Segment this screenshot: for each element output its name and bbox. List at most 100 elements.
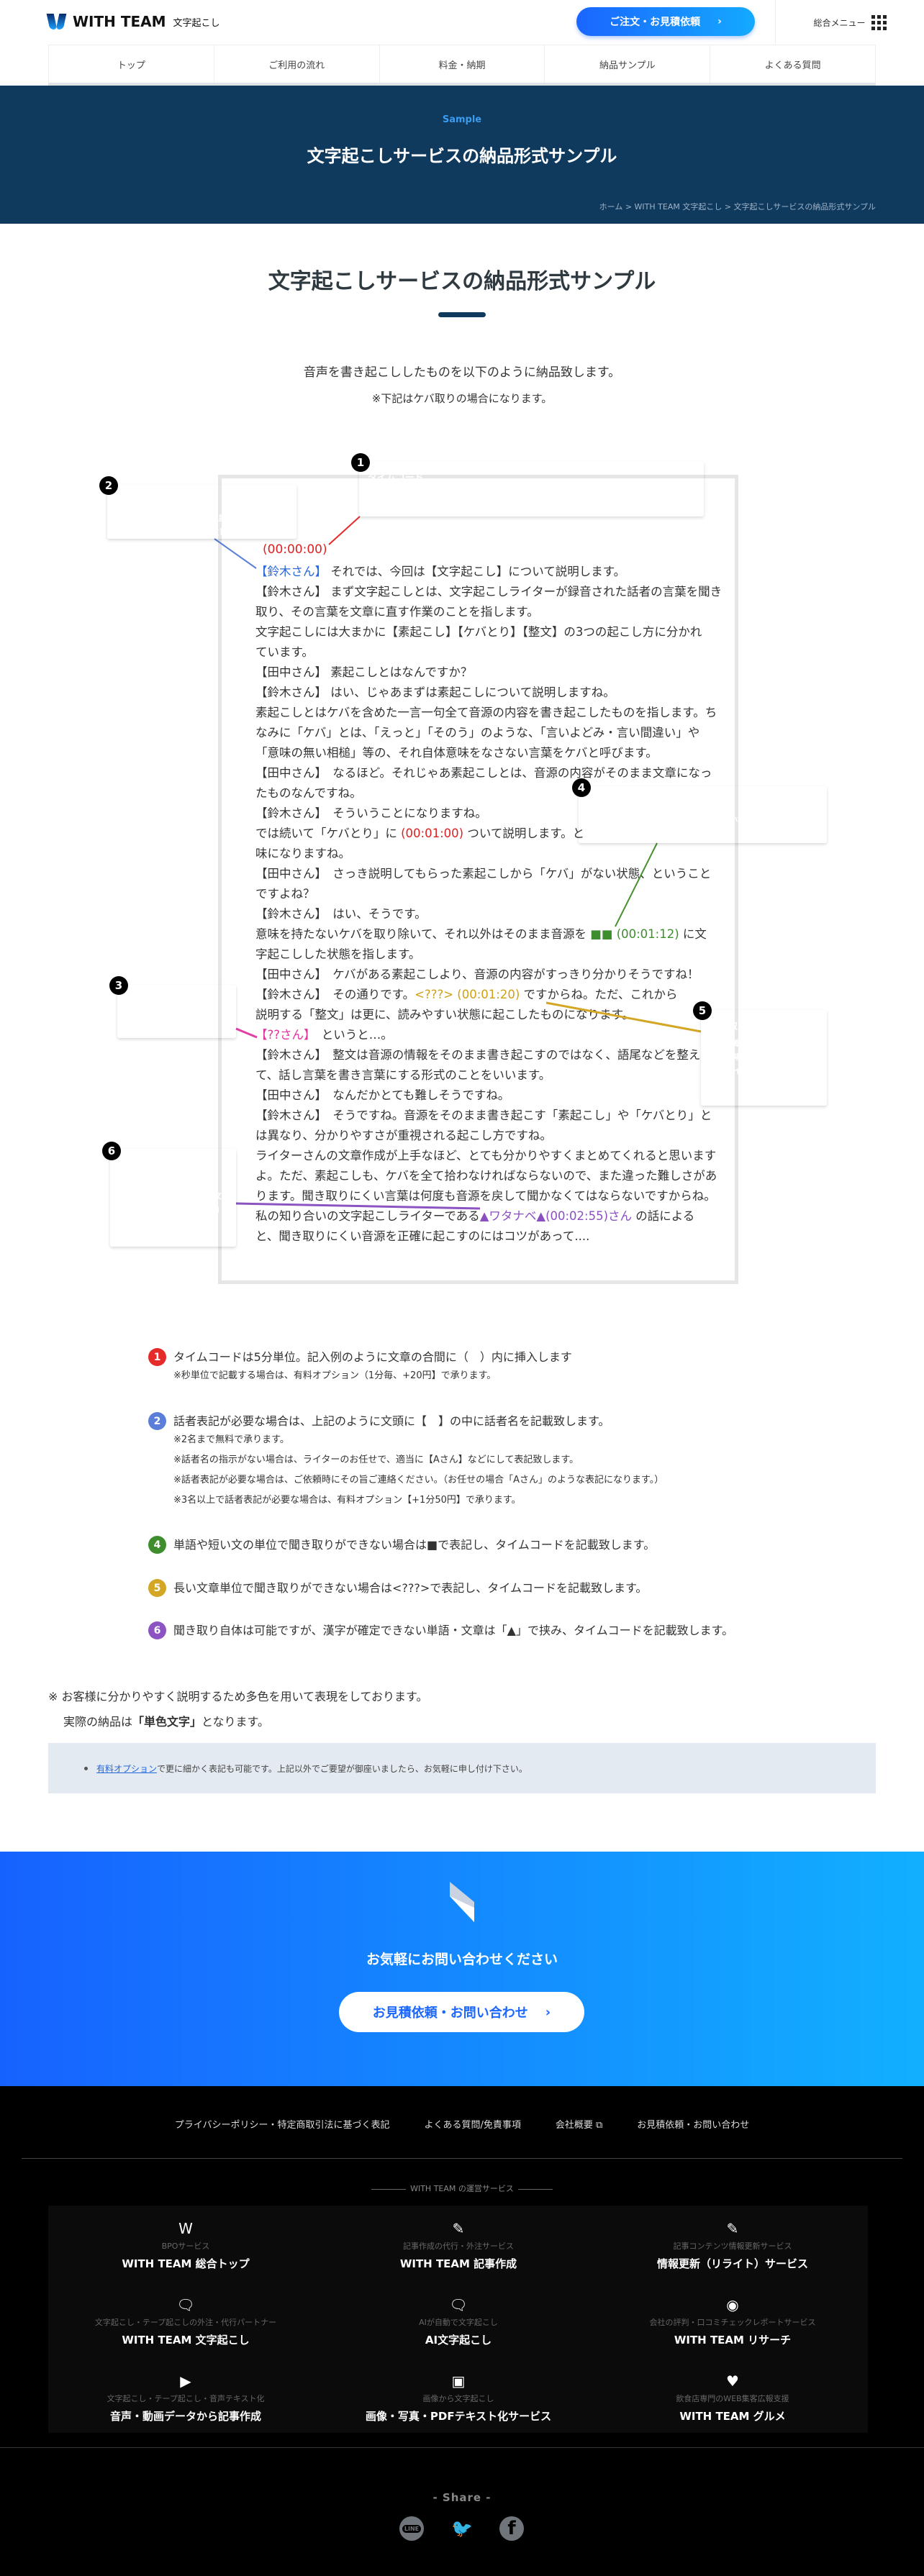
service-label: 文字起こし・テープ起こし・音声テキスト化 [107, 2394, 265, 2403]
nav-faq[interactable]: よくある質問 [710, 45, 876, 83]
paid-option-link[interactable]: 有料オプション [96, 1763, 158, 1774]
order-estimate-button[interactable]: ご注文・お見積依頼 › [576, 7, 755, 36]
line-text: ですよね？ [255, 887, 315, 901]
intro-text: 音声を書き起こししたものを以下のように納品致します。 [303, 365, 621, 380]
line-text: ります。聞き取りにくい言葉は何度も音源を戻して聞かなくてはならないですからね。 [255, 1189, 716, 1203]
footer-links: プライバシーポリシー・特定商取引法に基づく表記 よくある質問/免責事項 会社概要… [0, 2117, 924, 2131]
general-menu-button[interactable]: 総合メニュー [775, 0, 924, 45]
marked-spk: 【鈴木さん】 [255, 565, 327, 578]
service-title: WITH TEAM 総合トップ [122, 2257, 250, 2270]
service-icon: 🗨 [176, 2296, 195, 2313]
transcript-line: たものなんですね。 [255, 783, 722, 804]
callout-body: 聞き取り自体は可能ですが、漢字が確定できない単語・文章は「▲」で挟み、タイムコー… [119, 1178, 222, 1228]
service-label: 会社の評判・口コミチェックレポートサービス [649, 2318, 816, 2327]
services-heading-text: WITH TEAM の運営サービス [367, 2184, 557, 2193]
line-text: ライターさんの文章作成が上手なほど、とても分かりやすくまとめてくれると思います [255, 1149, 717, 1162]
badge-4: 4 [572, 778, 591, 797]
service-link[interactable]: 🗨 文字起こし・テープ起こしの外注・代行パートナー WITH TEAM 文字起こ… [49, 2296, 322, 2347]
nav-pricing[interactable]: 料金・納期 [379, 45, 545, 83]
footer-link-privacy[interactable]: プライバシーポリシー・特定商取引法に基づく表記 [174, 2120, 390, 2131]
intro-note: ※下記はケバ取りの場合になります。 [371, 392, 553, 405]
legend-item: 6 聞き取り自体は可能ですが、漢字が確定できない単語・文章は「▲」で挟み、タイム… [148, 1621, 733, 1639]
line-text: というと…。 [309, 1028, 393, 1042]
service-link[interactable]: 🗨 AIが自動で文字起こし AI文字起こし [322, 2296, 595, 2347]
footer-link-contact[interactable]: お見積依頼・お問い合わせ [637, 2120, 750, 2131]
service-link[interactable]: ◉ 会社の評判・口コミチェックレポートサービス WITH TEAM リサーチ [596, 2296, 869, 2347]
badge-1: 1 [351, 453, 370, 472]
service-link[interactable]: ✎ 記事作成の代行・外注サービス WITH TEAM 記事作成 [322, 2220, 595, 2271]
legend-item: 4 単語や短い文の単位で聞き取りができない場合は■で表記し、タイムコードを記載致… [148, 1536, 655, 1554]
logo[interactable]: WITH TEAM 文字起こし [46, 13, 220, 30]
legend-sub: ※話者表記が必要な場合は、ご依頼時にその旨ご連絡ください。（お任せの場合「Aさん… [173, 1475, 664, 1485]
twitter-share-icon[interactable]: 🐦 [451, 2518, 473, 2539]
line-text: 【鈴木さん】 はい、そうです。 [255, 907, 427, 921]
service-title: WITH TEAM 記事作成 [399, 2257, 517, 2270]
service-label: 記事作成の代行・外注サービス [403, 2242, 514, 2251]
legend-number-badge: 6 [148, 1621, 166, 1639]
legend-main: 単語や短い文の単位で聞き取りができない場合は■で表記し、タイムコードを記載致しま… [173, 1538, 656, 1552]
transcript-line: なみに「ケバ」とは、「えっと」「そのう」のような、「言いよどみ・言い間違い」や [255, 723, 722, 743]
service-link[interactable]: ▣ 画像から文字起こし 画像・写真・PDFテキスト化サービス [322, 2372, 595, 2423]
transcript-line: て、話し言葉を書き言葉にする形式のことをいいます。 [255, 1065, 722, 1086]
transcript-line: 味になりますね。 [255, 844, 722, 864]
transcript-line: 【鈴木さん】 はい、そうです。 [255, 904, 722, 924]
legend-main: 話者表記が必要な場合は、上記のように文頭に【 】の中に話者名を記載致します。 [173, 1414, 610, 1428]
callout-title: 聞き取り不明箇所 [587, 798, 663, 809]
line-share-icon[interactable]: LINE [399, 2516, 424, 2541]
logo-sub: 文字起こし [173, 17, 220, 29]
line-text: 【鈴木さん】 その通りです。 [255, 988, 415, 1001]
service-link[interactable]: ▶ 文字起こし・テープ起こし・音声テキスト化 音声・動画データから記事作成 [49, 2372, 322, 2423]
badge-5: 5 [693, 1001, 712, 1020]
legend-main: タイムコードは5分単位。記入例のように文章の合間に（ ）内に挿入します [173, 1350, 572, 1364]
page-title: 文字起こしサービスの納品形式サンプル [268, 269, 656, 294]
service-link[interactable]: ✎ 記事コンテンツ情報更新サービス 情報更新（リライト）サービス [596, 2220, 869, 2271]
service-label: 画像から文字起こし [422, 2394, 494, 2403]
service-title: WITH TEAM グルメ [679, 2410, 786, 2423]
line-text: 【鈴木さん】 はい、じゃあまずは素起こしについて説明しますね。 [255, 686, 615, 699]
nav-flow[interactable]: ご利用の流れ [213, 45, 379, 83]
share-label: - Share - [432, 2491, 492, 2504]
footer-link-company[interactable]: 会社概要 ⧉ [555, 2120, 603, 2131]
grid-menu-icon [871, 14, 887, 30]
nav-top[interactable]: トップ [48, 45, 214, 83]
line-icon-text: LINE [402, 2524, 422, 2533]
service-link[interactable]: W BPOサービス WITH TEAM 総合トップ [49, 2220, 322, 2271]
transcript-line: 【鈴木さん】 そうですね。音源をそのまま書き起こす「素起こし」や「ケバとり」と [255, 1106, 722, 1126]
mono-note-pre: 実際の納品は [63, 1715, 133, 1729]
order-button-label: ご注文・お見積依頼 [610, 17, 701, 28]
breadcrumb[interactable]: ホーム > WITH TEAM 文字起こし > 文字起こしサービスの納品形式サン… [599, 202, 876, 211]
transcript-line: 【田中さん】 なんだかとても難しそうですね。 [255, 1086, 722, 1106]
transcript-line: 素起こしとはケバを含めた一言一句全て音源の内容を書き起こしたものを指します。ち [255, 703, 722, 723]
service-link[interactable]: ♥ 飲食店専門のWEB集客広報支援 WITH TEAM グルメ [596, 2372, 869, 2423]
legend-main: 長い文章単位で聞き取りができない場合は<???>で表記し、タイムコードを記載致し… [173, 1581, 648, 1595]
facebook-share-icon[interactable]: f [499, 2516, 524, 2541]
nav-sample[interactable]: 納品サンプル [544, 45, 710, 83]
line-text: なみに「ケバ」とは、「えっと」「そのう」のような、「言いよどみ・言い間違い」や [255, 726, 700, 739]
callout-title: タイムコード [368, 473, 424, 483]
service-label: 飲食店専門のWEB集客広報支援 [676, 2394, 789, 2403]
first-timecode: (00:00:00) [263, 542, 327, 557]
service-icon: ✎ [452, 2220, 465, 2237]
line-text: 【鈴木さん】 そうですね。音源をそのまま書き起こす「素起こし」や「ケバとり」と [255, 1109, 712, 1122]
callout-speaker: 話者表記 話者表記が必要な場合は、上記のように文頭に【 】の中に話者名を記載致し… [107, 485, 296, 539]
transcript-line: 文字起こしには大まかに【素起こし】【ケバとり】【整文】の3つの起こし方に分かれ [255, 622, 722, 642]
marked-tc-red: (00:01:00) [401, 827, 464, 840]
transcript-line: 【田中さん】 素起こしとはなんですか？ [255, 663, 722, 683]
service-title: 画像・写真・PDFテキスト化サービス [365, 2410, 552, 2423]
contact-button[interactable]: お見積依頼・お問い合わせ › [339, 1992, 584, 2032]
footer-link-faq[interactable]: よくある質問/免責事項 [424, 2120, 521, 2131]
transcript-line: ですよね？ [255, 884, 722, 904]
line-text: 「意味の無い相槌」等の、それ自体意味をなさない言葉をケバと呼びます。 [255, 746, 658, 760]
line-text: は異なり、分かりやすさが重視される起こし方ですね。 [255, 1129, 552, 1142]
line-text: よ。ただ、素起こしも、ケバを全て拾わなければならないので、また違った難しさがあ [255, 1169, 717, 1183]
line-text: の話による [632, 1209, 695, 1223]
contact-button-label: お見積依頼・お問い合わせ [372, 2006, 528, 2021]
line-text: 取り、その言葉を文章に直す作業のことを指します。 [255, 605, 539, 619]
callout-kanji-uncertain: 漢字が未確定 聞き取り自体は可能ですが、漢字が確定できない単語・文章は「▲」で挟… [110, 1149, 236, 1247]
service-label: 文字起こし・テープ起こしの外注・代行パートナー [94, 2318, 277, 2327]
service-title: AI文字起こし [425, 2334, 492, 2347]
legend-sub: ※2名まで無料で承ります。 [173, 1434, 289, 1445]
transcript-line: ります。聞き取りにくい言葉は何度も音源を戻して聞かなくてはならないですからね。 [255, 1186, 722, 1206]
line-text: 【田中さん】 さっき説明してもらった素起こしから「ケバ」がない状態、ということ [255, 867, 712, 880]
page-hero: Sample 文字起こしサービスの納品形式サンプル ホーム > WITH TEA… [0, 86, 924, 224]
